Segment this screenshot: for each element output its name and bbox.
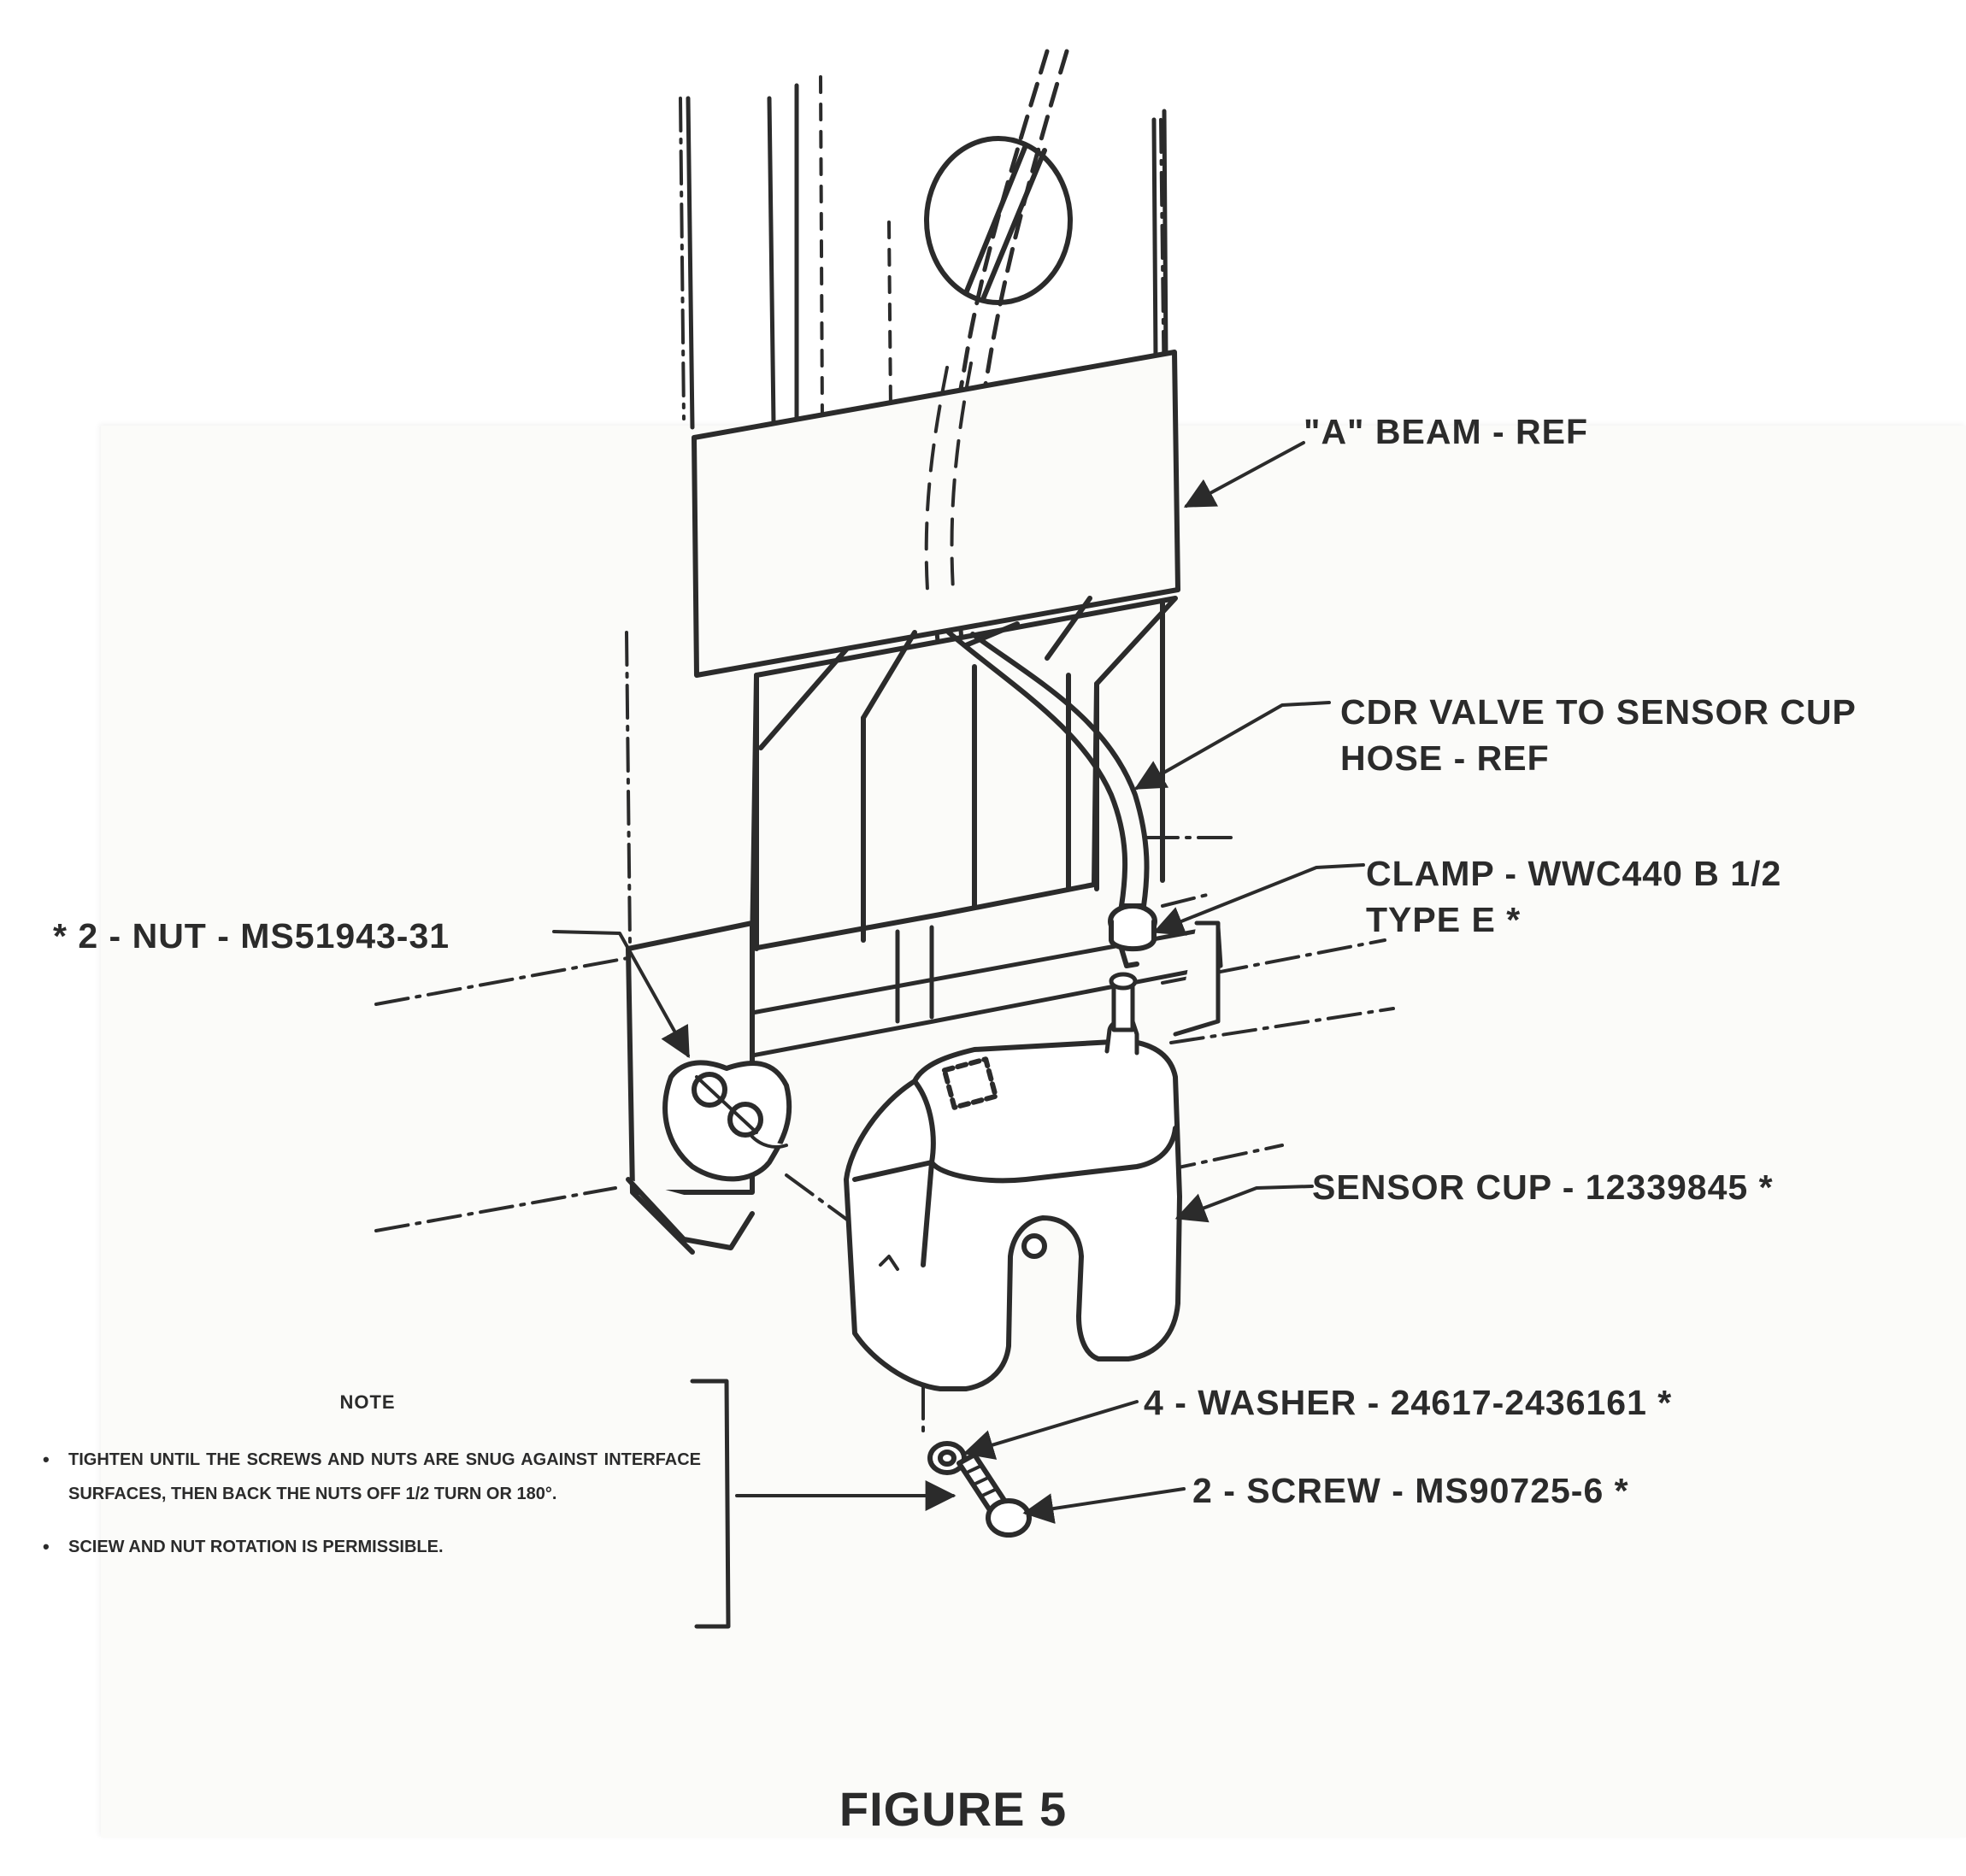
note-item-tighten: • TIGHTEN UNTIL THE SCREWS AND NUTS ARE …: [34, 1443, 701, 1511]
callout-washer: 4 - WASHER - 24617-2436161 *: [1144, 1379, 1672, 1426]
callout-screw-text: 2 - SCREW - MS90725-6 *: [1192, 1471, 1629, 1510]
callout-nut-text: * 2 - NUT - MS51943-31: [53, 916, 450, 956]
screw: [957, 1452, 1032, 1538]
callout-clamp-line-2: TYPE E *: [1366, 900, 1522, 939]
sensor-cup-nipple: [1104, 972, 1139, 1056]
leader-screw: [1022, 1487, 1186, 1524]
leader-nut: [552, 930, 690, 1059]
callout-clamp: CLAMP - WWC440 B 1/2 TYPE E *: [1366, 850, 1781, 943]
hose-clamp: [1108, 903, 1157, 968]
a-beam-band: [692, 350, 1180, 678]
callout-clamp-line-1: CLAMP - WWC440 B 1/2: [1366, 854, 1782, 893]
washer: [927, 1441, 967, 1475]
callout-sensor-cup: SENSOR CUP - 12339845 *: [1312, 1164, 1774, 1210]
bullet-icon: •: [43, 1536, 50, 1557]
leader-lines: [552, 441, 1365, 1524]
callout-hose: CDR VALVE TO SENSOR CUP HOSE - REF: [1340, 689, 1857, 781]
callout-hose-line-1: CDR VALVE TO SENSOR CUP: [1340, 692, 1857, 732]
hose-on-beam: [924, 362, 973, 591]
leader-sensor-cup: [1174, 1185, 1314, 1223]
bullet-icon: •: [43, 1449, 50, 1470]
callout-washer-text: 4 - WASHER - 24617-2436161 *: [1144, 1383, 1673, 1422]
sensor-cup-body: [844, 1038, 1182, 1391]
leader-hose: [1133, 701, 1331, 790]
note-item-rotation: • SCIEW AND NUT ROTATION IS PERMISSIBLE.: [34, 1530, 701, 1564]
callout-screw: 2 - SCREW - MS90725-6 *: [1192, 1467, 1629, 1514]
note-title: NOTE: [339, 1391, 396, 1413]
note-item-rotation-text: SCIEW AND NUT ROTATION IS PERMISSIBLE.: [68, 1538, 444, 1556]
note-item-tighten-text: TIGHTEN UNTIL THE SCREWS AND NUTS ARE SN…: [68, 1450, 701, 1503]
callout-nut: * 2 - NUT - MS51943-31: [53, 913, 450, 959]
upper-channel-dashed: [819, 75, 892, 425]
note-bracket: [690, 1379, 731, 1629]
callout-sensor-cup-text: SENSOR CUP - 12339845 *: [1312, 1167, 1774, 1207]
callout-a-beam: "A" BEAM - REF: [1304, 409, 1588, 455]
paper-sheet-top: [0, 0, 1966, 427]
leader-washer: [962, 1400, 1139, 1460]
callout-hose-line-2: HOSE - REF: [1340, 738, 1550, 778]
installation-note: NOTE • TIGHTEN UNTIL THE SCREWS AND NUTS…: [34, 1391, 701, 1583]
leader-clamp: [1152, 863, 1365, 936]
callout-a-beam-text: "A" BEAM - REF: [1304, 412, 1589, 451]
phantom-structure-lines: [374, 97, 1395, 1438]
upper-channel-rails: [686, 83, 1168, 430]
nut-plate: [662, 1060, 792, 1182]
leader-a-beam: [1183, 441, 1305, 508]
figure-caption: FIGURE 5: [839, 1782, 1068, 1836]
